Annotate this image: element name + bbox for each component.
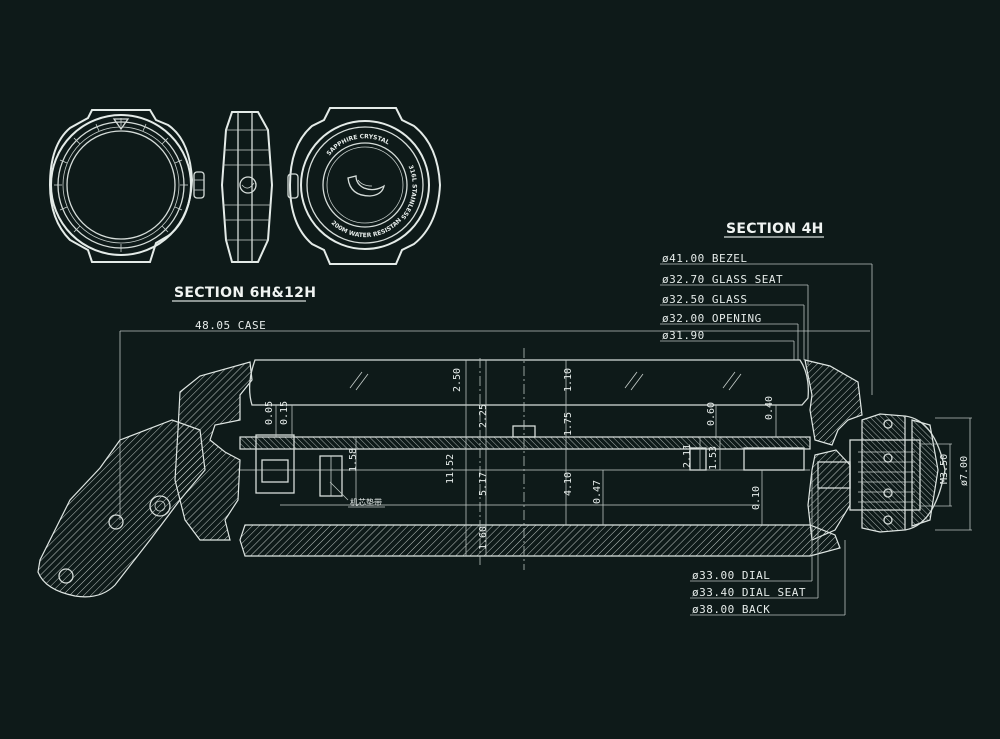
- dim-case-width: 48.05 CASE: [119, 319, 870, 520]
- dim-0-10: 0.10: [751, 486, 762, 510]
- dim-11-52: 11.52: [445, 454, 456, 484]
- callout-dial: ø33.00 DIAL: [692, 569, 770, 582]
- callouts-bottom: ø33.00 DIAL ø33.40 DIAL SEAT ø38.00 BACK: [690, 470, 846, 616]
- dim-1-60: 1.60: [478, 526, 489, 550]
- dim-case-label: 48.05 CASE: [195, 319, 266, 332]
- dim-m3-50: M3.50: [939, 454, 950, 484]
- crown-dimensions: M3.50 ø7.00: [920, 417, 972, 531]
- callout-opening: ø32.00 OPENING: [662, 312, 762, 325]
- dim-0-47: 0.47: [592, 480, 603, 504]
- vertical-dimensions: 2.50 1.10 2.25 1.75 11.52 5.17 4.10 0.47…: [264, 360, 777, 556]
- callouts-top: ø41.00 BEZEL ø32.70 GLASS SEAT ø32.50 GL…: [660, 252, 873, 395]
- callout-glass-seat: ø32.70 GLASS SEAT: [662, 273, 783, 286]
- dim-0-60: 0.60: [706, 402, 717, 426]
- dim-d7-00: ø7.00: [959, 456, 970, 486]
- movement-note: 机芯垫带: [350, 497, 382, 507]
- callout-back: ø38.00 BACK: [692, 603, 770, 616]
- dim-2-50: 2.50: [452, 368, 463, 392]
- dim-5-17: 5.17: [478, 472, 489, 496]
- caseback-top-text: SAPPHIRE CRYSTAL: [325, 133, 390, 157]
- logo-icon: [347, 175, 385, 197]
- callout-dial-seat: ø33.40 DIAL SEAT: [692, 586, 806, 599]
- main-section: [37, 348, 946, 598]
- callout-glass: ø32.50 GLASS: [662, 293, 747, 306]
- title-section-views: SECTION 6H&12H: [174, 285, 316, 301]
- title-section-main: SECTION 4H: [726, 221, 824, 237]
- callout-bezel: ø41.00 BEZEL: [662, 252, 747, 265]
- dim-0-05: 0.05: [264, 401, 275, 425]
- dim-1-75: 1.75: [563, 412, 574, 436]
- dim-1-10: 1.10: [563, 368, 574, 392]
- dim-2-11: 2.11: [682, 444, 693, 468]
- dim-1-53: 1.53: [708, 446, 719, 470]
- dim-4-10: 4.10: [563, 472, 574, 496]
- callout-31-90: ø31.90: [662, 329, 705, 342]
- dim-0-40: 0.40: [764, 396, 775, 420]
- caseback-right-text: 316L STAINLESS STEEL: [0, 0, 418, 221]
- dim-2-25: 2.25: [478, 404, 489, 428]
- side-view: [220, 111, 274, 263]
- front-view: [48, 109, 205, 263]
- dim-1-58: 1.58: [348, 448, 359, 472]
- dim-0-15: 0.15: [279, 401, 290, 425]
